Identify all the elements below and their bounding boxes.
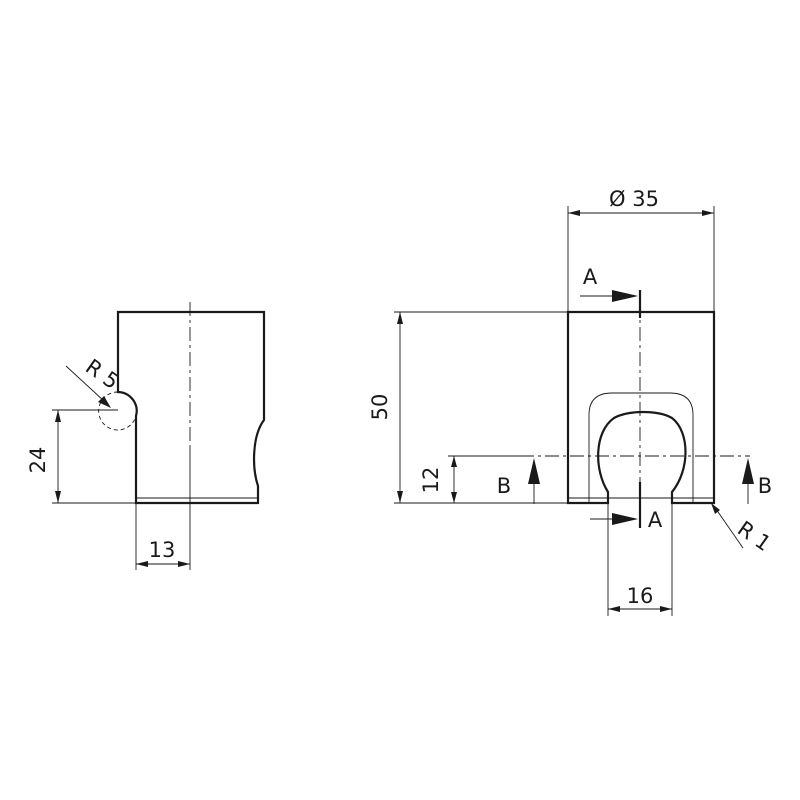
dim-12-arrow-bottom	[451, 492, 457, 503]
dim-12-arrow-top	[451, 456, 457, 467]
dim-35-label: Ø 35	[609, 187, 659, 211]
dim-13-arrow-right	[178, 561, 190, 567]
dim-50-label: 50	[368, 394, 392, 421]
dim-24-arrow-top	[55, 410, 61, 422]
r5-leader-arrow	[98, 396, 111, 408]
section-a-label-bottom: A	[648, 508, 663, 532]
section-a-arrow-top-head	[612, 290, 638, 302]
front-view-outline	[566, 310, 716, 505]
dim-24-label: 24	[26, 447, 50, 474]
dim-35-arrow-left	[568, 210, 580, 216]
side-view: R 5 24 13	[26, 302, 266, 570]
front-view: Ø 35 50 12 16 R 1 A A B	[368, 187, 775, 616]
section-b-arrow-left-head	[528, 458, 540, 484]
side-view-outline	[116, 310, 266, 505]
dim-16-arrow-right	[660, 606, 672, 612]
dim-16-arrow-left	[608, 606, 620, 612]
dim-50-arrow-bottom	[397, 491, 403, 503]
r1-leader-arrow	[711, 503, 720, 514]
dim-13-arrow-left	[136, 561, 148, 567]
r1-label: R 1	[733, 516, 775, 556]
r5-leader	[65, 365, 105, 402]
section-b-label-right: B	[758, 474, 772, 498]
dim-35-arrow-right	[702, 210, 714, 216]
section-a-label-top: A	[583, 265, 598, 289]
slot-inner-profile	[588, 392, 694, 503]
dim-16-label: 16	[627, 584, 654, 608]
section-b-label-left: B	[497, 474, 511, 498]
dim-12-label: 12	[419, 467, 443, 494]
dim-24-arrow-bottom	[55, 491, 61, 503]
dim-13-label: 13	[149, 538, 176, 562]
section-a-arrow-bottom-head	[612, 513, 638, 525]
r1-leader	[715, 508, 744, 549]
r5-hidden-arc	[98, 391, 137, 431]
section-b-arrow-right-head	[742, 458, 754, 484]
dim-50-arrow-top	[397, 312, 403, 324]
